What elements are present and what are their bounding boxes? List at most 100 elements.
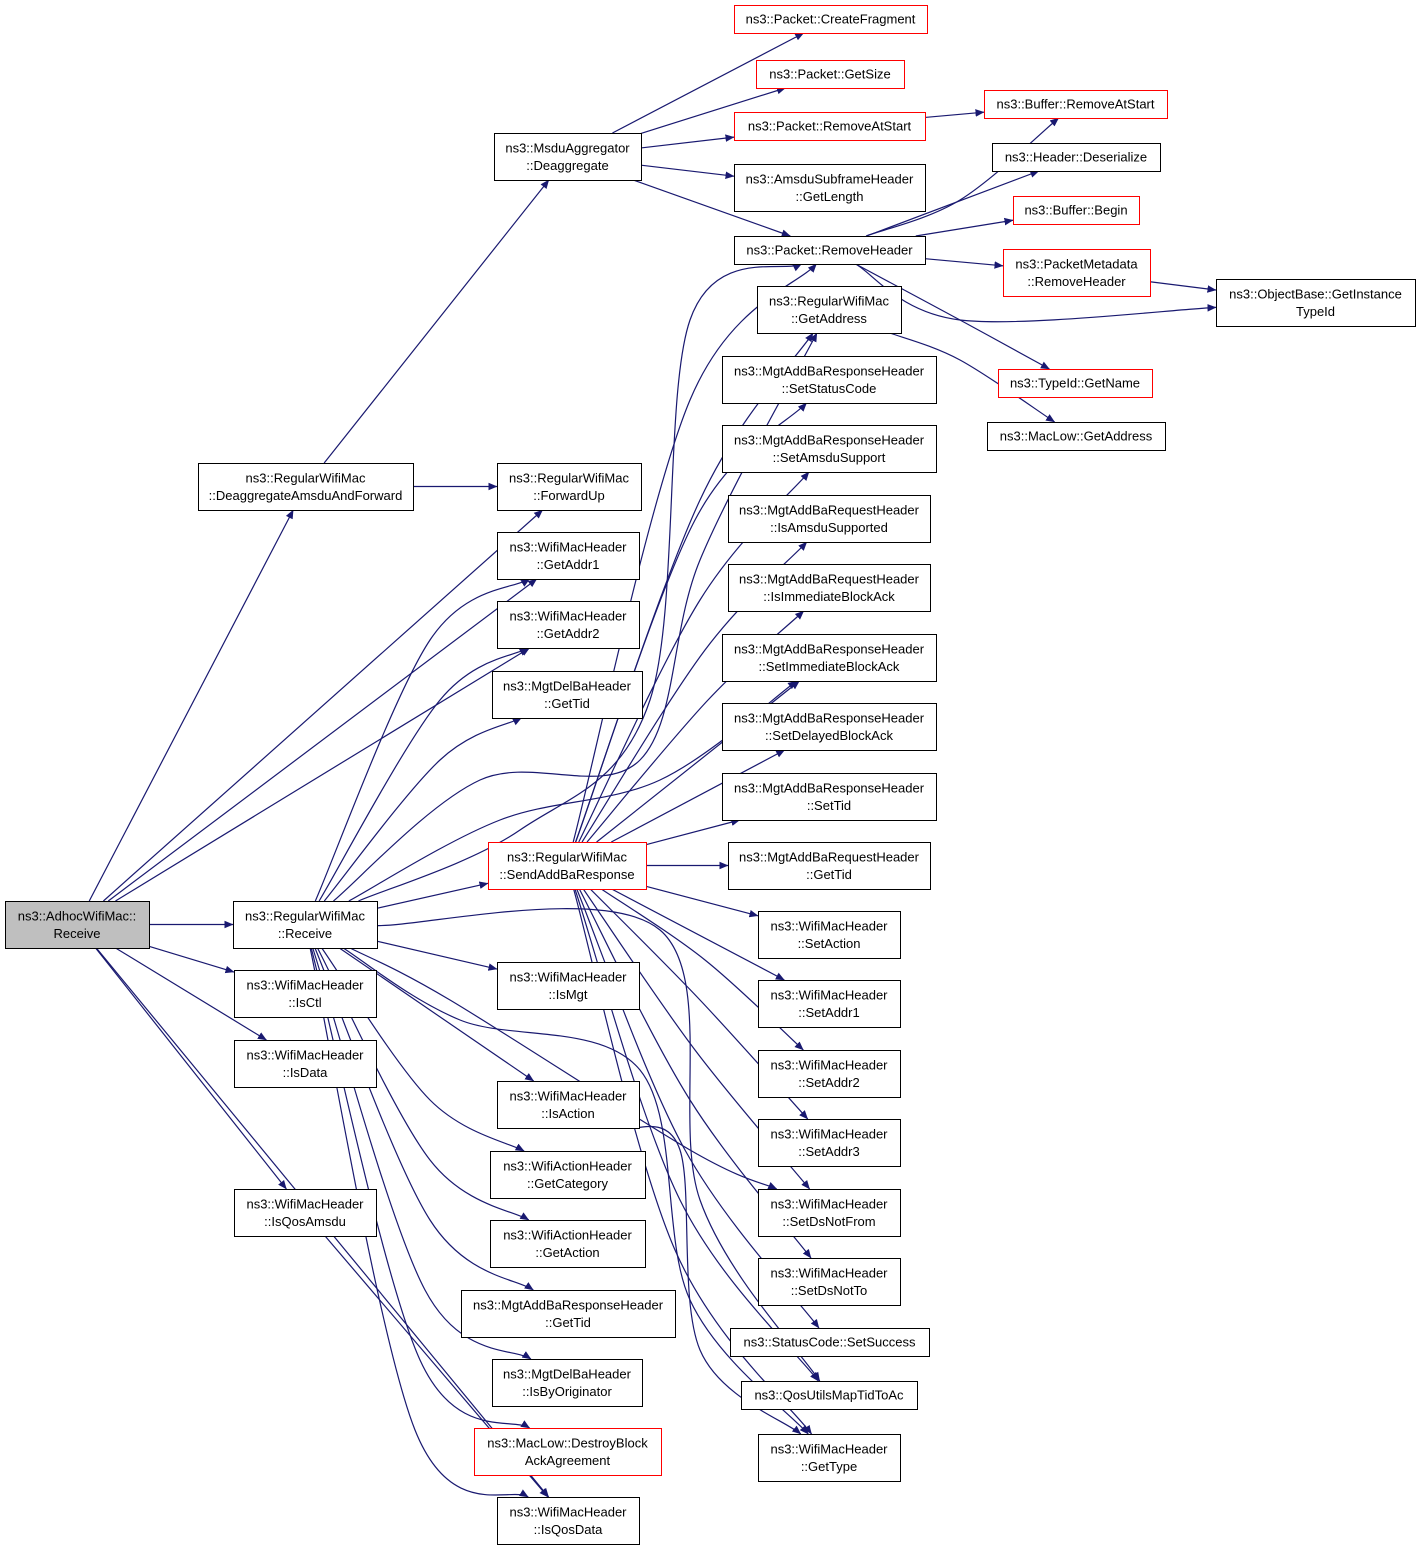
node-box — [758, 1189, 901, 1237]
node-label: ns3::WifiMacHeader — [770, 918, 888, 933]
node-get-addr2[interactable]: ns3::WifiMacHeader::GetAddr2 — [497, 601, 640, 649]
node-delba-is-orig[interactable]: ns3::MgtDelBaHeader::IsByOriginator — [492, 1359, 643, 1407]
node-root[interactable]: ns3::AdhocWifiMac::Receive — [5, 901, 150, 949]
node-label: ::GetLength — [796, 189, 864, 204]
node-typeid-get-name[interactable]: ns3::TypeId::GetName — [998, 369, 1153, 398]
node-is-qos-amsdu[interactable]: ns3::WifiMacHeader::IsQosAmsdu — [234, 1189, 377, 1237]
node-label: ns3::MgtAddBaResponseHeader — [734, 363, 925, 378]
node-hdr-deserialize[interactable]: ns3::Header::Deserialize — [992, 143, 1161, 172]
node-status-set-success[interactable]: ns3::StatusCode::SetSuccess — [730, 1328, 930, 1357]
node-send-addba-resp[interactable]: ns3::RegularWifiMac::SendAddBaResponse — [488, 842, 647, 890]
node-box — [492, 671, 643, 719]
node-label: ns3::Buffer::Begin — [1024, 203, 1127, 218]
node-label: ns3::MgtAddBaResponseHeader — [734, 432, 925, 447]
node-set-addr3[interactable]: ns3::WifiMacHeader::SetAddr3 — [758, 1119, 901, 1167]
node-msdu-deagg[interactable]: ns3::MsduAggregator::Deaggregate — [494, 133, 642, 181]
edge-n-rwm-receive-to-n-destroy-ba — [310, 947, 530, 1429]
node-box — [730, 1328, 930, 1357]
node-box — [984, 90, 1168, 119]
node-is-immediate-ba[interactable]: ns3::MgtAddBaRequestHeader::IsImmediateB… — [728, 564, 931, 612]
node-box — [234, 1040, 377, 1088]
node-pm-remove-header[interactable]: ns3::PacketMetadata::RemoveHeader — [1003, 249, 1151, 297]
node-box — [758, 1119, 901, 1167]
node-label: ::IsQosAmsdu — [264, 1214, 346, 1229]
node-box — [741, 1381, 918, 1410]
node-get-category[interactable]: ns3::WifiActionHeader::GetCategory — [490, 1151, 646, 1199]
node-label: ::IsAction — [541, 1106, 594, 1121]
node-qos-map-tid[interactable]: ns3::QosUtilsMapTidToAc — [741, 1381, 918, 1410]
node-box — [497, 962, 640, 1010]
node-box — [722, 773, 937, 821]
node-buf-begin[interactable]: ns3::Buffer::Begin — [1013, 196, 1140, 225]
node-label: ::GetTid — [545, 1315, 591, 1330]
node-get-addr1[interactable]: ns3::WifiMacHeader::GetAddr1 — [497, 532, 640, 580]
node-forward-up[interactable]: ns3::RegularWifiMac::ForwardUp — [497, 463, 642, 511]
node-get-size[interactable]: ns3::Packet::GetSize — [756, 60, 905, 89]
edge-n-rwm-receive-to-n-get-type — [342, 947, 809, 1435]
node-label: AckAgreement — [525, 1453, 611, 1468]
node-label: ::SetAddr1 — [798, 1005, 859, 1020]
node-delba-get-tid[interactable]: ns3::MgtDelBaHeader::GetTid — [492, 671, 643, 719]
node-is-qos-data[interactable]: ns3::WifiMacHeader::IsQosData — [497, 1497, 640, 1545]
node-label: ::SetTid — [807, 798, 851, 813]
node-deagg-fwd[interactable]: ns3::RegularWifiMac::DeaggregateAmsduAnd… — [198, 463, 414, 511]
node-box — [728, 842, 931, 890]
node-is-action[interactable]: ns3::WifiMacHeader::IsAction — [497, 1081, 640, 1129]
node-box — [5, 901, 150, 949]
node-is-amsdu-supported[interactable]: ns3::MgtAddBaRequestHeader::IsAmsduSuppo… — [728, 495, 931, 543]
node-remove-at-start[interactable]: ns3::Packet::RemoveAtStart — [734, 112, 926, 141]
node-label: ::GetAddress — [791, 311, 867, 326]
node-set-ds-not-from[interactable]: ns3::WifiMacHeader::SetDsNotFrom — [758, 1189, 901, 1237]
node-remove-header[interactable]: ns3::Packet::RemoveHeader — [734, 236, 926, 265]
node-rwm-get-address[interactable]: ns3::RegularWifiMac::GetAddress — [757, 286, 902, 334]
node-box — [734, 164, 926, 212]
node-label: ns3::WifiMacHeader — [770, 1265, 888, 1280]
node-box — [722, 425, 937, 473]
node-rwm-receive[interactable]: ns3::RegularWifiMac::Receive — [233, 901, 378, 949]
node-set-status-code[interactable]: ns3::MgtAddBaResponseHeader::SetStatusCo… — [722, 356, 937, 404]
node-is-mgt[interactable]: ns3::WifiMacHeader::IsMgt — [497, 962, 640, 1010]
node-set-addr2[interactable]: ns3::WifiMacHeader::SetAddr2 — [758, 1050, 901, 1098]
node-set-ds-not-to[interactable]: ns3::WifiMacHeader::SetDsNotTo — [758, 1258, 901, 1306]
node-label: ns3::WifiMacHeader — [770, 987, 888, 1002]
node-maclow-get-address[interactable]: ns3::MacLow::GetAddress — [987, 422, 1166, 451]
node-amsdu-get-length[interactable]: ns3::AmsduSubframeHeader::GetLength — [734, 164, 926, 212]
edge-n-root-to-n-forward-up — [102, 509, 544, 902]
node-label: ns3::Header::Deserialize — [1005, 150, 1147, 165]
node-label: ns3::MgtAddBaResponseHeader — [734, 641, 925, 656]
node-label: ::SetAddr3 — [798, 1144, 859, 1159]
node-get-type[interactable]: ns3::WifiMacHeader::GetType — [758, 1434, 901, 1482]
node-is-ctl[interactable]: ns3::WifiMacHeader::IsCtl — [234, 970, 377, 1018]
node-box — [1003, 249, 1151, 297]
node-set-delayed-ba[interactable]: ns3::MgtAddBaResponseHeader::SetDelayedB… — [722, 703, 937, 751]
node-get-action[interactable]: ns3::WifiActionHeader::GetAction — [490, 1220, 646, 1268]
node-label: ns3::MgtAddBaResponseHeader — [734, 710, 925, 725]
node-set-amsdu-support[interactable]: ns3::MgtAddBaResponseHeader::SetAmsduSup… — [722, 425, 937, 473]
node-req-get-tid[interactable]: ns3::MgtAddBaRequestHeader::GetTid — [728, 842, 931, 890]
edge-n-rwm-receive-to-n-delba-get-tid — [323, 717, 522, 902]
node-label: ::IsCtl — [288, 995, 321, 1010]
node-addba-resp-get-tid[interactable]: ns3::MgtAddBaResponseHeader::GetTid — [461, 1290, 676, 1338]
edge-n-remove-header-to-n-buf-remove-at-start — [865, 117, 1060, 237]
node-label: ns3::WifiActionHeader — [503, 1158, 632, 1173]
node-create-fragment[interactable]: ns3::Packet::CreateFragment — [734, 5, 928, 34]
edge-n-rwm-receive-to-n-send-addba-resp — [376, 881, 489, 909]
node-label: ::IsQosData — [534, 1522, 603, 1537]
node-box — [722, 356, 937, 404]
node-box — [490, 1151, 646, 1199]
node-set-immediate-ba[interactable]: ns3::MgtAddBaResponseHeader::SetImmediat… — [722, 634, 937, 682]
node-is-data[interactable]: ns3::WifiMacHeader::IsData — [234, 1040, 377, 1088]
node-label: TypeId — [1296, 304, 1335, 319]
node-label: ::IsData — [283, 1065, 329, 1080]
node-resp-set-tid[interactable]: ns3::MgtAddBaResponseHeader::SetTid — [722, 773, 937, 821]
node-set-action[interactable]: ns3::WifiMacHeader::SetAction — [758, 911, 901, 959]
node-buf-remove-at-start[interactable]: ns3::Buffer::RemoveAtStart — [984, 90, 1168, 119]
node-set-addr1[interactable]: ns3::WifiMacHeader::SetAddr1 — [758, 980, 901, 1028]
node-box — [734, 236, 926, 265]
node-label: ns3::ObjectBase::GetInstance — [1229, 286, 1402, 301]
node-box — [998, 369, 1153, 398]
node-label: ns3::WifiMacHeader — [770, 1196, 888, 1211]
